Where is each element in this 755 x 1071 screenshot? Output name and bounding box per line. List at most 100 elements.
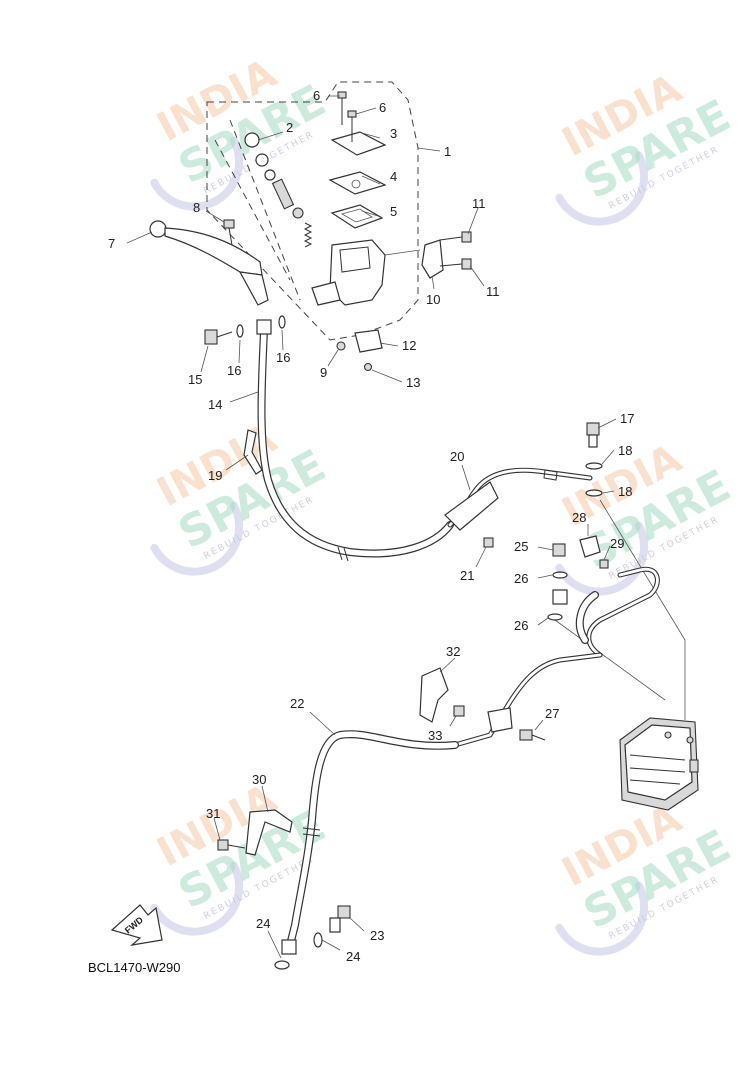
caliper-union-bolt bbox=[329, 905, 351, 933]
switch-screw bbox=[363, 362, 373, 372]
diaphragm bbox=[330, 204, 384, 229]
handlebar-clamp bbox=[421, 239, 444, 279]
assembly-guide-line bbox=[214, 139, 291, 281]
cap-screw-1 bbox=[337, 91, 347, 125]
caliper-banjo-fitting bbox=[281, 939, 297, 955]
hose-band bbox=[302, 833, 321, 837]
watermark-logo-icon bbox=[555, 521, 649, 596]
return-spring bbox=[303, 222, 313, 248]
clamp-bolt-lower-pipe bbox=[519, 729, 546, 741]
callout-16-a: 16 bbox=[227, 363, 241, 378]
piston bbox=[271, 178, 295, 210]
callout-25: 25 bbox=[514, 539, 528, 554]
callout-11-a: 11 bbox=[472, 196, 486, 211]
plate-hole bbox=[351, 179, 361, 189]
guide-bolt bbox=[217, 839, 229, 851]
abs-banjo-fitting bbox=[552, 589, 568, 605]
abs-hose-clip bbox=[579, 535, 601, 558]
abs-lines bbox=[547, 499, 686, 720]
callout-16-b: 16 bbox=[276, 350, 290, 365]
assembly-boundary-line bbox=[206, 81, 419, 341]
fwd-arrow-icon: FWD bbox=[110, 904, 163, 946]
callout-12: 12 bbox=[402, 338, 416, 353]
abs-reference-line bbox=[554, 619, 666, 701]
callout-4: 4 bbox=[390, 169, 397, 184]
clamp-bolt-lower bbox=[439, 258, 472, 270]
watermark-bottom-right: INDIA SPARE REBUILD TOGETHER bbox=[555, 796, 739, 956]
callout-31: 31 bbox=[206, 806, 220, 821]
watermark-logo-icon bbox=[555, 881, 649, 956]
callout-6-a: 6 bbox=[313, 88, 320, 103]
callout-15: 15 bbox=[188, 372, 202, 387]
hose-band bbox=[302, 827, 321, 831]
watermark-top-left: INDIA SPARE REBUILD TOGETHER bbox=[150, 51, 334, 211]
union-bolt-abs bbox=[586, 422, 600, 448]
reservoir-cap bbox=[330, 131, 387, 156]
callout-32: 32 bbox=[446, 644, 460, 659]
caliper-washer bbox=[274, 960, 290, 970]
copper-washer bbox=[236, 324, 244, 338]
callout-6-b: 6 bbox=[379, 100, 386, 115]
brake-hose-lower bbox=[281, 730, 459, 955]
callout-5: 5 bbox=[390, 204, 397, 219]
diaphragm-plate bbox=[328, 171, 387, 195]
body-clamp-lobe bbox=[311, 281, 341, 306]
callout-11-b: 11 bbox=[486, 284, 500, 299]
assembly-guide-line bbox=[229, 119, 301, 301]
hose-guide bbox=[243, 429, 263, 475]
abs-union-bolt bbox=[552, 543, 566, 557]
hose-banjo-fitting bbox=[256, 319, 272, 335]
bracket-bolt bbox=[453, 705, 465, 717]
callout-numbers: 1 2 3 4 5 6 6 7 8 9 10 11 11 12 13 14 15… bbox=[108, 88, 634, 964]
watermark-logo-icon bbox=[150, 136, 244, 211]
callout-18-b: 18 bbox=[618, 484, 632, 499]
brake-hose-upper bbox=[256, 319, 454, 562]
switch-nut bbox=[336, 341, 346, 351]
callout-10: 10 bbox=[426, 292, 440, 307]
watermark-top-right: INDIA SPARE REBUILD TOGETHER bbox=[555, 66, 739, 226]
watermark-logo-icon bbox=[555, 151, 649, 226]
guide-bolt-shaft bbox=[227, 844, 246, 849]
abs-washer bbox=[552, 571, 568, 579]
body-detail bbox=[339, 246, 371, 273]
diaphragm-detail bbox=[340, 208, 373, 223]
leader-line bbox=[384, 249, 421, 256]
callout-2: 2 bbox=[286, 120, 293, 135]
joint-bolt bbox=[483, 537, 494, 548]
callout-18-a: 18 bbox=[618, 443, 632, 458]
lever-pivot-bolt bbox=[223, 219, 235, 246]
brake-pipe-upper bbox=[444, 467, 593, 531]
copper-washer-abs bbox=[585, 462, 603, 470]
watermark-logo-icon bbox=[150, 501, 244, 576]
callout-27: 27 bbox=[545, 706, 559, 721]
brake-pipe-lower bbox=[452, 652, 603, 748]
clamp-bolt-upper bbox=[439, 231, 472, 243]
abs-reference-line bbox=[599, 499, 686, 720]
hose-band bbox=[337, 546, 343, 561]
callout-13: 13 bbox=[406, 375, 420, 390]
callout-21: 21 bbox=[460, 568, 474, 583]
callout-23: 23 bbox=[370, 928, 384, 943]
union-bolt-top bbox=[204, 329, 233, 345]
watermark-mid-left: INDIA SPARE REBUILD TOGETHER bbox=[150, 416, 334, 576]
callout-28: 28 bbox=[572, 510, 586, 525]
pipe-bracket bbox=[419, 667, 449, 723]
cup-seal bbox=[292, 207, 304, 219]
callout-26-a: 26 bbox=[514, 571, 528, 586]
clip-screw bbox=[599, 559, 609, 569]
callout-17: 17 bbox=[620, 411, 634, 426]
brake-light-switch bbox=[354, 329, 383, 353]
abs-washer bbox=[547, 613, 563, 621]
callout-24-b: 24 bbox=[346, 949, 360, 964]
callout-22: 22 bbox=[290, 696, 304, 711]
leader-lines bbox=[126, 95, 617, 959]
callout-14: 14 bbox=[208, 397, 222, 412]
callout-20: 20 bbox=[450, 449, 464, 464]
boot-ring bbox=[244, 132, 260, 148]
callout-9: 9 bbox=[320, 365, 327, 380]
master-cylinder-assembly bbox=[149, 81, 472, 372]
callout-24-a: 24 bbox=[256, 916, 270, 931]
washer bbox=[264, 169, 276, 181]
